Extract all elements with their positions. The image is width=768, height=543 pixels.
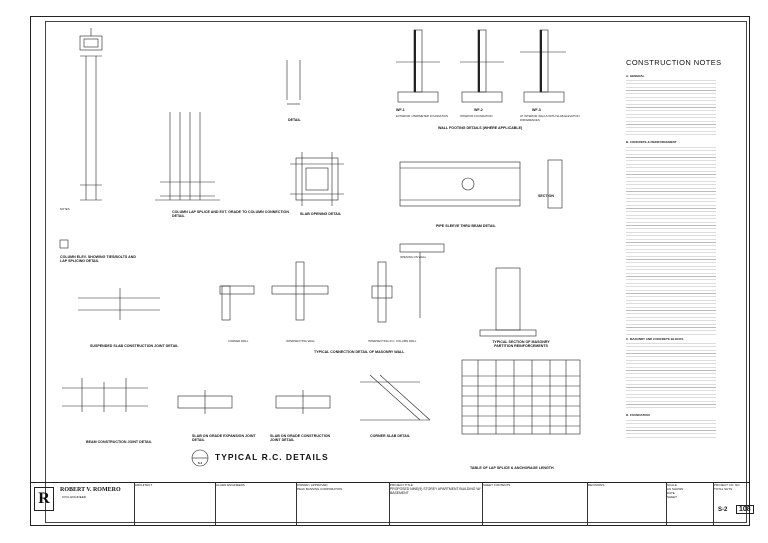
drawing-frame	[45, 21, 747, 523]
scale-label: SCALE	[667, 483, 677, 487]
column-splice-caption: COLUMN LAP SPLICE AND EXT. GRADE TO COLU…	[172, 210, 289, 218]
column-elev-caption: COLUMN ELEV. SHOWING TIES/BOLTS AND LAP …	[60, 255, 136, 263]
allied-label: ALLIED ENGINEERS	[216, 483, 245, 487]
detail-caption: DETAIL	[288, 118, 301, 122]
corner-wall-label: CORNER WALL	[228, 339, 249, 343]
date-label: DATE	[667, 491, 675, 495]
masonry-section-caption: TYPICAL SECTION OF MASONRY PARTITION REI…	[492, 340, 550, 348]
project-cell: PROJECT TITLE PROPOSED NINE(9) STOREY AP…	[390, 483, 483, 526]
construction-notes: A. GENERAL B. CONCRETE & REINFORCEMENT C…	[626, 72, 716, 440]
slab-opening-caption: SLAB OPENING DETAIL	[300, 212, 342, 216]
opening-wall-label: OPENING ON WALL	[400, 255, 427, 259]
masonry-conn-caption: TYPICAL CONNECTION DETAIL OF MASONRY WAL…	[314, 350, 405, 354]
suspended-slab-caption: SUSPENDED SLAB CONSTRUCTION JOINT DETAIL	[90, 344, 179, 348]
sog-exp-caption: SLAB ON GRADE EXPANSION JOINT DETAIL	[192, 434, 256, 442]
notes-lines-d	[626, 417, 716, 440]
revisions-label: REVISIONS	[588, 483, 605, 487]
wf1-caption: EXTERIOR / PERIMETER FOUNDATION	[396, 114, 449, 118]
sheet-number-cell: PROJECT CO. NO. TOTAL SHTS S-2 108	[714, 483, 754, 526]
owner-cell: OWNER / APPROVED PEAK BANSING CORPORATIO…	[297, 483, 390, 526]
project-label: PROJECT TITLE	[390, 483, 413, 487]
allied-cell: ALLIED ENGINEERS	[216, 483, 297, 526]
wf1-label: WF-1	[396, 108, 405, 112]
sheet-number: S-2	[718, 507, 728, 513]
lap-table-caption: TABLE OF LAP SPLICE & ANCHORAGE LENGTH	[470, 466, 554, 470]
pipe-sleeve-caption: PIPE SLEEVE THRU BEAM DETAIL	[436, 224, 496, 228]
drawing-sheet	[30, 16, 750, 526]
notes-lines-a	[626, 78, 716, 139]
architect-cell: ARCHITECT	[135, 483, 216, 526]
intersecting-col-label: INTERSECTING R.C. COLUMN WALL	[368, 339, 417, 343]
owner-value: PEAK BANSING CORPORATION	[297, 487, 343, 491]
engineer-cell: R ROBERT V. ROMERO CIVIL ENGINEER	[30, 483, 135, 526]
main-title: TYPICAL R.C. DETAILS	[215, 452, 329, 462]
engineer-logo: R	[34, 487, 54, 511]
wall-footing-caption: WALL FOOTING DETAILS (WHERE APPLICABLE)	[438, 126, 523, 130]
wf3-caption: AT INTERIOR WALLS WITH SLAB ELEVATION DI…	[520, 114, 580, 122]
notes-section-c: C. MASONRY AND CONCRETE BLOCKS	[626, 336, 684, 341]
sog-const-caption: SLAB ON GRADE CONSTRUCTION JOINT DETAIL	[270, 434, 331, 442]
owner-label: OWNER / APPROVED	[297, 483, 328, 487]
notes-section-a: A. GENERAL	[626, 74, 645, 78]
contents-label: SHEET CONTENTS	[483, 483, 511, 487]
notes-section-d: D. FOUNDATION	[626, 413, 650, 418]
total-label: TOTAL SHTS	[714, 487, 733, 491]
corner-slab-caption: CORNER SLAB DETAIL	[370, 434, 411, 438]
notes-label: NOTES	[60, 207, 70, 211]
project-no-label: PROJECT CO. NO.	[714, 483, 741, 487]
title-block: R ROBERT V. ROMERO CIVIL ENGINEER ARCHIT…	[30, 482, 754, 526]
section-caption: SECTION	[538, 194, 554, 198]
wf2-label: WF-2	[474, 108, 483, 112]
intersecting-wall-label: INTERSECTING WALL	[286, 339, 316, 343]
main-title-sheet-no: S-2	[197, 461, 203, 465]
project-value: PROPOSED NINE(9) STOREY APARTMENT BUILDI…	[390, 487, 481, 495]
wf2-caption: INTERIOR FOUNDATION	[460, 114, 493, 118]
notes-lines-c	[626, 341, 716, 412]
sheet-label: SHEET	[667, 495, 678, 499]
notes-section-b: B. CONCRETE & REINFORCEMENT	[626, 140, 677, 145]
scale-value: AS SHOWN	[667, 487, 684, 491]
beam-joint-caption: BEAM CONSTRUCTION JOINT DETAIL	[86, 440, 152, 444]
scale-cell: SCALE AS SHOWN DATE SHEET	[667, 483, 714, 526]
notes-title: CONSTRUCTION NOTES	[626, 58, 722, 67]
notes-lines-b	[626, 144, 716, 335]
page-number: 108	[736, 505, 754, 514]
revisions-cell: REVISIONS	[588, 483, 667, 526]
architect-label: ARCHITECT	[135, 483, 153, 487]
wf3-label: WF-3	[532, 108, 541, 112]
engineer-name: ROBERT V. ROMERO	[60, 487, 121, 493]
contents-cell: SHEET CONTENTS	[483, 483, 588, 526]
engineer-sub: CIVIL ENGINEER	[62, 495, 86, 499]
